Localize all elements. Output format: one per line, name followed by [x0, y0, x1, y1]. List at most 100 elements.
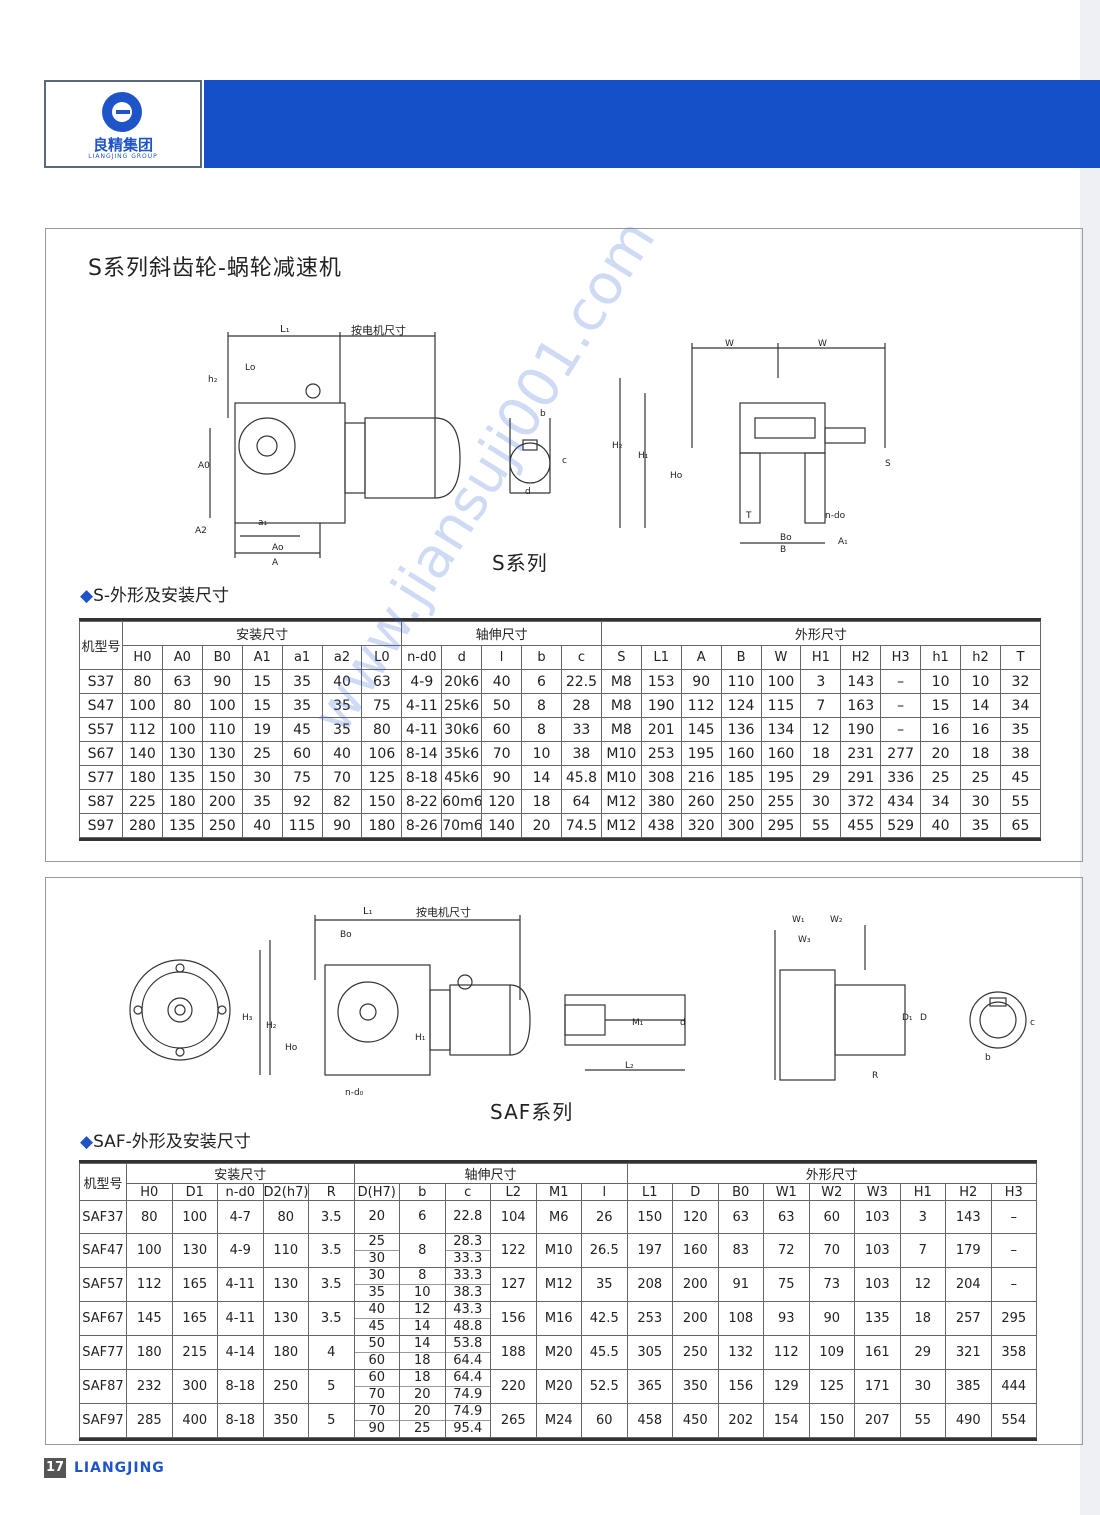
column-header: H0: [126, 1183, 173, 1201]
column-header: B0: [717, 1183, 764, 1201]
table-cell: 34: [999, 693, 1042, 718]
table-cell: 12: [899, 1267, 946, 1302]
table-cell: 200: [672, 1301, 719, 1336]
table-cell: 180: [262, 1335, 309, 1370]
column-header: b: [399, 1183, 446, 1201]
table-cell: 64: [560, 789, 602, 814]
column-header: l: [481, 645, 523, 670]
table-cell: 25: [920, 765, 962, 790]
table-cell: 55: [800, 813, 842, 838]
model-cell: S57: [79, 717, 123, 742]
stacked-value: 20: [368, 1209, 386, 1224]
page-number: 17: [44, 1458, 66, 1478]
table-cell: M12: [600, 789, 642, 814]
table-cell: 231: [840, 741, 882, 766]
table-cell: M8: [600, 669, 642, 694]
column-header: W: [760, 645, 802, 670]
table-cell: 127: [490, 1267, 537, 1302]
table-cell: 150: [361, 789, 403, 814]
column-header: H2: [840, 645, 882, 670]
stacked-value: 53.8: [453, 1336, 483, 1352]
table-cell: 490: [945, 1403, 992, 1438]
table-cell: 277: [880, 741, 922, 766]
table-cell: 200: [672, 1267, 719, 1302]
table-cell: 18: [960, 741, 1001, 766]
s-series-panel: [45, 228, 1083, 862]
table-cell: 207: [854, 1403, 901, 1438]
table-cell: 455: [840, 813, 882, 838]
stacked-value: 74.9: [453, 1404, 483, 1420]
table-cell: 140: [481, 813, 523, 838]
svg-text:Ho: Ho: [670, 471, 683, 481]
table-cell: 16: [960, 717, 1001, 742]
table-cell: 103: [854, 1267, 901, 1302]
table-cell: 22.5: [560, 669, 602, 694]
table-cell: 4: [308, 1335, 355, 1370]
column-header: M1: [535, 1183, 582, 1201]
s-series-subtitle: ◆S-外形及安装尺寸: [80, 586, 230, 606]
table-cell: 80: [262, 1200, 309, 1234]
table-cell: 83: [717, 1233, 764, 1268]
table-cell: 280: [122, 813, 163, 838]
saf-keyway-section: [969, 991, 1027, 1049]
table-cell: 4-7: [217, 1200, 264, 1234]
column-header: W1: [763, 1183, 810, 1201]
table-cell: 204: [945, 1267, 992, 1302]
page-edge: [1080, 0, 1100, 1515]
stacked-value: 60: [354, 1352, 399, 1369]
table-cell: 8-26: [401, 813, 443, 838]
stacked-value: 64.4: [453, 1370, 483, 1386]
table-cell: 20: [521, 813, 562, 838]
table-cell: 80: [361, 717, 403, 742]
table-cell: 90: [808, 1301, 855, 1336]
stacked-value: 70: [368, 1404, 386, 1420]
table-cell: 109: [808, 1335, 855, 1370]
table-cell: 180: [122, 765, 163, 790]
saf-group-install: 安装尺寸: [126, 1163, 355, 1184]
svg-text:H₂: H₂: [266, 1021, 277, 1031]
stacked-value: 64.4: [445, 1352, 490, 1369]
table-cell: 250: [672, 1335, 719, 1370]
table-cell: 120: [672, 1200, 719, 1234]
table-cell: 82: [321, 789, 363, 814]
table-cell: 400: [171, 1403, 218, 1438]
stacked-value: 40: [368, 1302, 386, 1318]
table-cell: 250: [262, 1369, 309, 1404]
table-cell: 216: [680, 765, 722, 790]
table-cell: 160: [720, 741, 762, 766]
table-cell: 45: [281, 717, 323, 742]
table-cell: 55: [999, 789, 1042, 814]
table-cell: 26: [581, 1200, 628, 1234]
table-cell: 320: [680, 813, 722, 838]
saf-front-view: [259, 915, 531, 1076]
table-cell: 185: [720, 765, 762, 790]
table-cell: 130: [161, 741, 203, 766]
table-cell: 45k6: [441, 765, 483, 790]
column-header: H1: [899, 1183, 946, 1201]
model-cell: S37: [79, 669, 123, 694]
saf-hollow-shaft-section: [564, 994, 686, 1071]
table-cell: 4-9: [401, 669, 443, 694]
table-cell: 143: [945, 1200, 992, 1234]
table-cell: 10: [521, 741, 562, 766]
table-cell: 321: [945, 1335, 992, 1370]
column-header: H2: [945, 1183, 992, 1201]
table-cell: 92: [281, 789, 323, 814]
column-header: L1: [626, 1183, 673, 1201]
svg-text:D₁: D₁: [902, 1013, 913, 1023]
table-cell: 20k6: [441, 669, 483, 694]
table-cell: 365: [626, 1369, 673, 1404]
table-cell: 295: [990, 1301, 1037, 1336]
saf-col-model: 机型号: [79, 1163, 127, 1201]
table-cell: 112: [126, 1267, 173, 1302]
table-cell: 38: [999, 741, 1042, 766]
s-side-view: [619, 343, 886, 544]
table-cell: 150: [626, 1200, 673, 1234]
table-cell: 120: [481, 789, 523, 814]
